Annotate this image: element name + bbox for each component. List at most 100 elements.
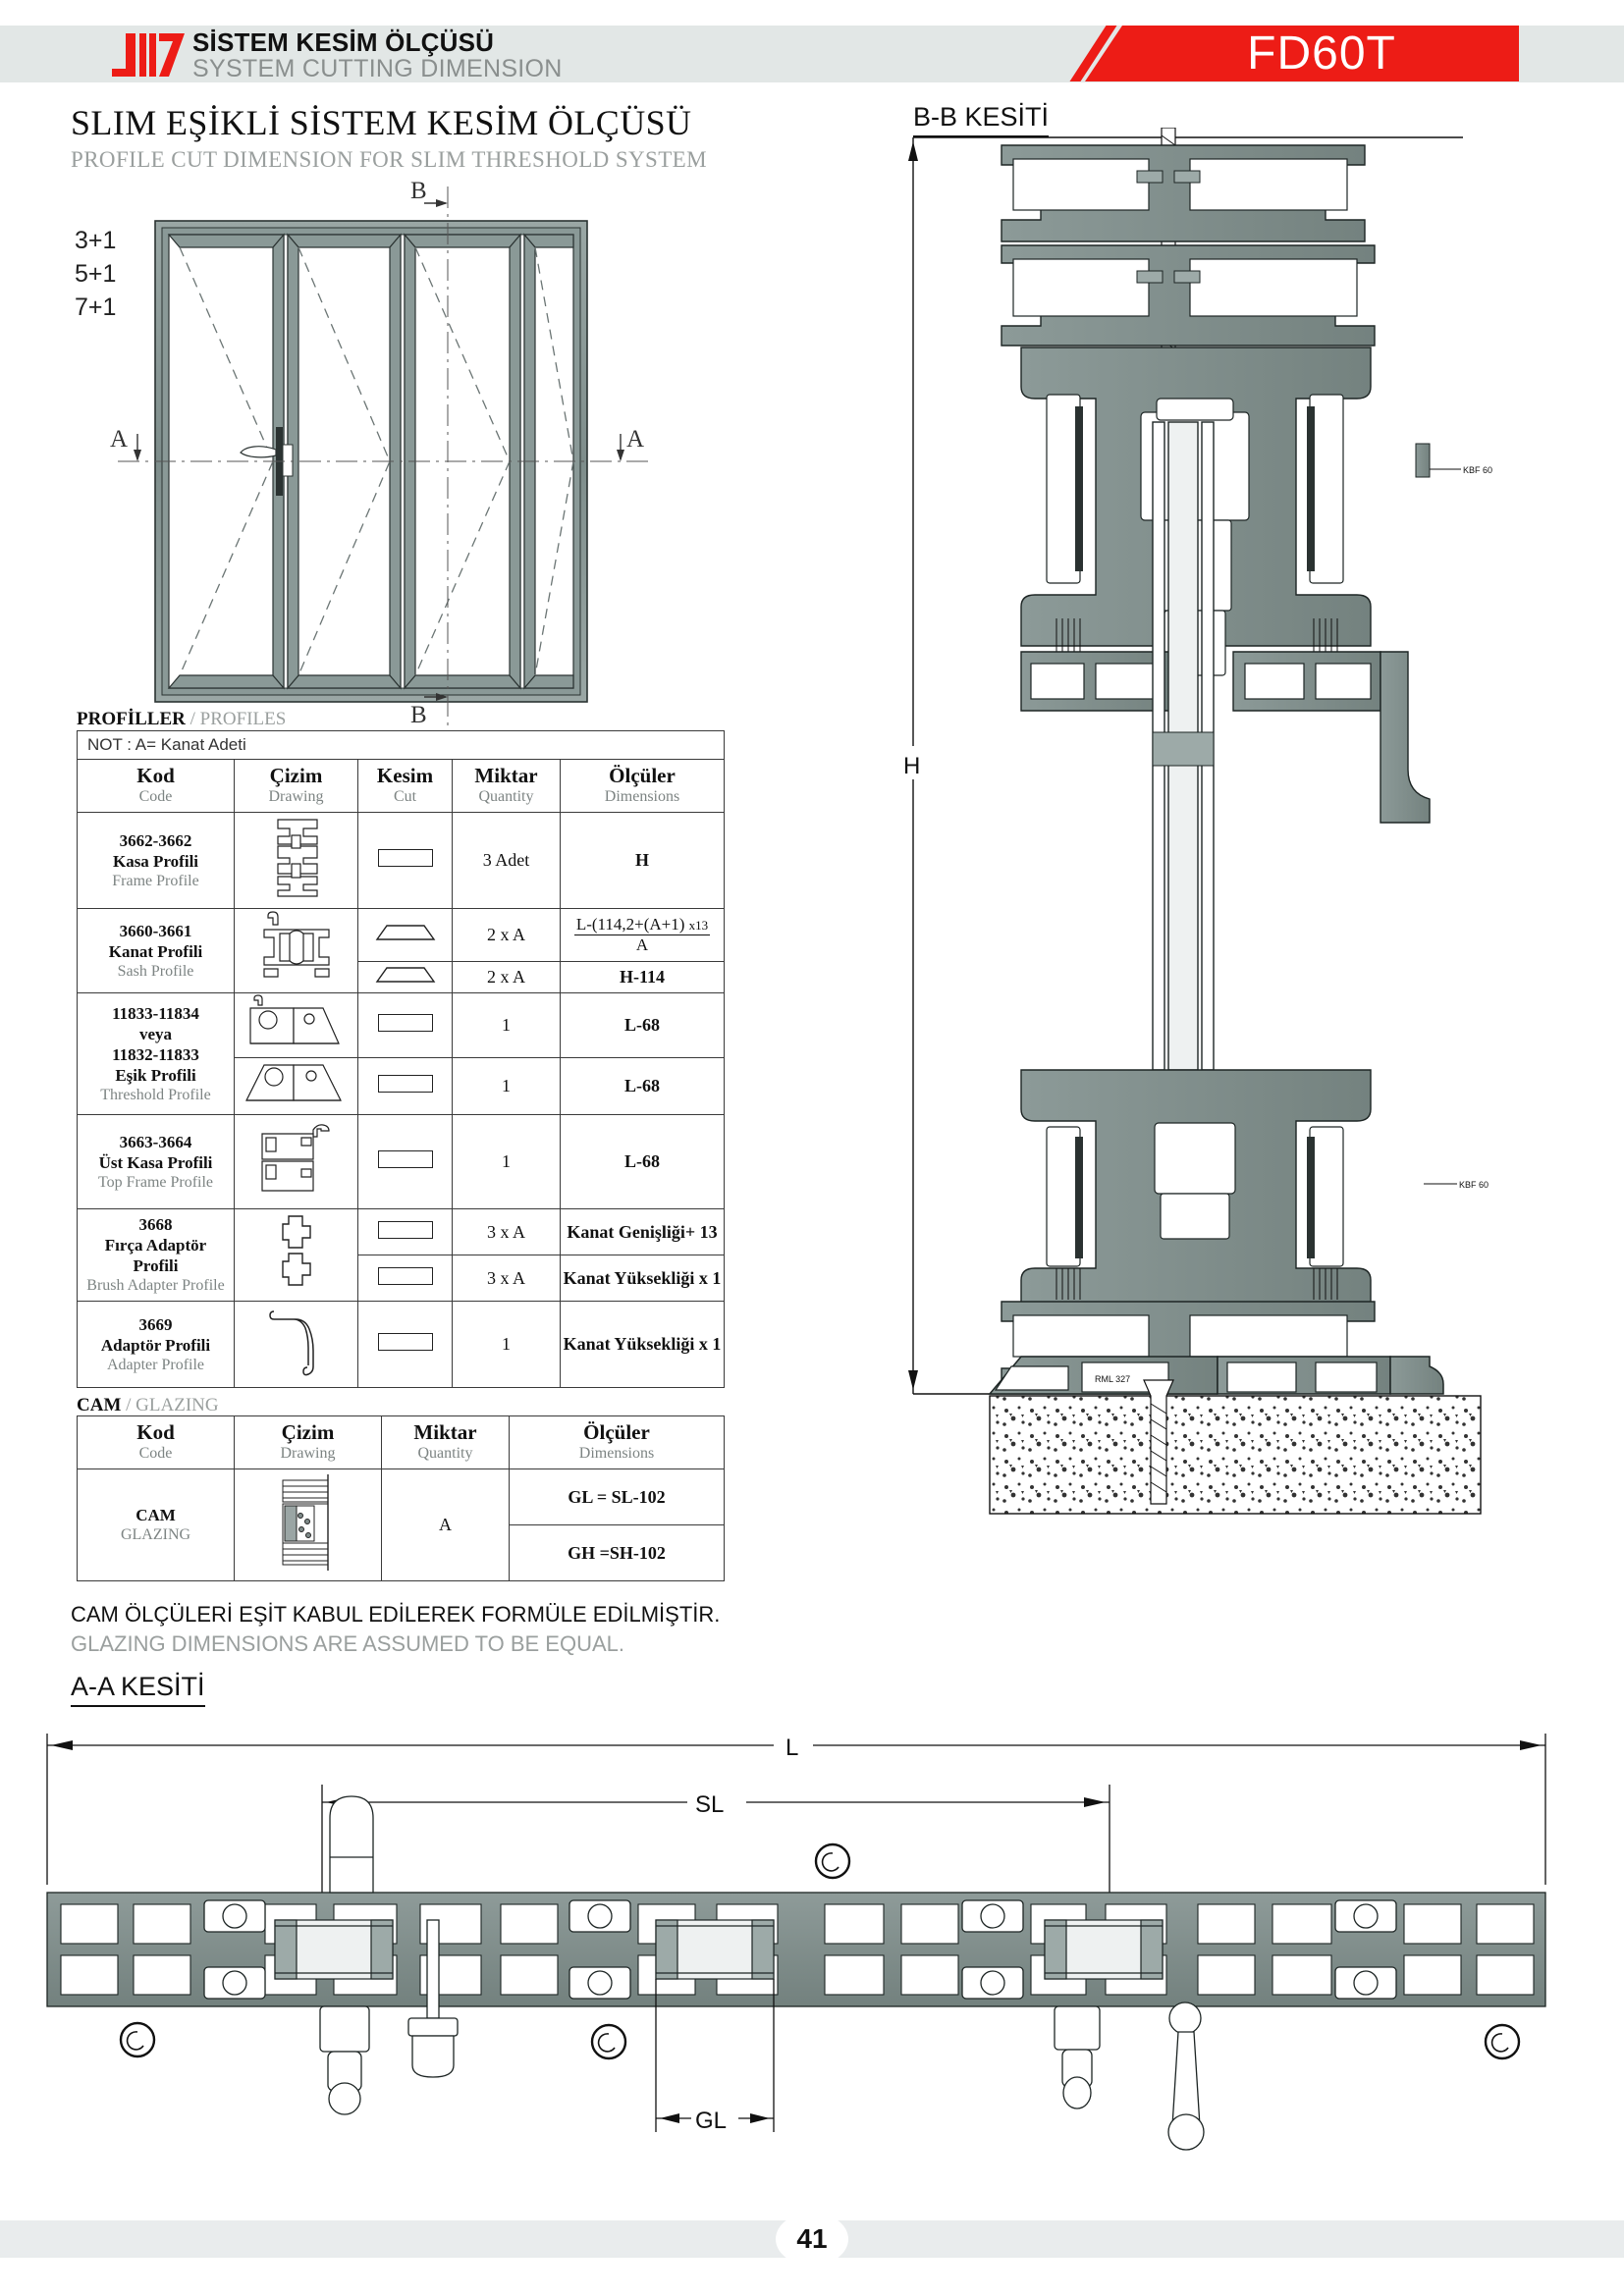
table-row: 3 x A Kanat Yüksekliği x 1	[78, 1255, 725, 1302]
kbf60-annotation-2: KBF 60	[1459, 1180, 1489, 1190]
profiles-table: NOT : A= Kanat Adeti Kod Code Çizim Draw…	[77, 730, 725, 1388]
threshold-profile-section-icon	[234, 992, 358, 1058]
svg-text:B: B	[410, 702, 427, 726]
sash-length-dimension-label: SL	[695, 1791, 724, 1818]
glazing-table-header-row: Kod Code Çizim Drawing Miktar Quantity Ö…	[77, 1415, 725, 1469]
col-header-drawing: Çizim Drawing	[234, 1415, 382, 1469]
section-aa-drawing: L SL	[46, 1730, 1546, 2151]
glazing-caption-tr: CAM	[77, 1395, 122, 1415]
glass-length-dimension-label: GL	[695, 2108, 727, 2134]
cut-shape-cell	[357, 1057, 453, 1115]
row-code-cell: 11833-11834 veya 11832-11833 Eşik Profil…	[77, 992, 235, 1115]
code-line: Kasa Profili	[112, 851, 199, 871]
col-header-dimensions-en: Dimensions	[578, 1445, 655, 1462]
table-row: 3663-3664 Üst Kasa Profili Top Frame Pro…	[77, 1114, 725, 1209]
callout-marker	[590, 2023, 627, 2060]
glazing-table-caption: CAM / GLAZING	[77, 1395, 219, 1416]
code-line: Profili	[133, 1256, 179, 1275]
col-header-quantity-en: Quantity	[417, 1445, 473, 1462]
profiles-table-header-row: Kod Code Çizim Drawing Kesim Cut Miktar …	[77, 759, 725, 813]
glazing-table: Kod Code Çizim Drawing Miktar Quantity Ö…	[77, 1415, 725, 1581]
door-elevation-drawing: A A B B	[110, 178, 648, 726]
col-header-cut-tr: Kesim	[376, 764, 434, 787]
frame-profile-section-icon	[234, 812, 358, 909]
code-line: CAM	[135, 1506, 176, 1524]
caption-separator: /	[121, 1395, 136, 1415]
col-header-code-tr: Kod	[136, 1420, 175, 1444]
code-line: Kanat Profili	[108, 941, 203, 961]
code-line: 11833-11834	[112, 1003, 199, 1023]
code-line: Eşik Profili	[115, 1065, 196, 1085]
cut-rect-icon	[377, 1014, 433, 1032]
cut-shape-cell	[357, 1301, 453, 1388]
quantity-cell: 3 x A	[452, 1208, 561, 1255]
cut-trapezoid-icon	[375, 925, 435, 940]
code-line-en: Brush Adapter Profile	[86, 1277, 225, 1294]
brand-logo-icon	[110, 31, 187, 79]
cut-shape-cell	[357, 907, 453, 963]
code-line: 11832-11833	[112, 1044, 199, 1064]
col-header-dimensions-tr: Ölçüler	[609, 764, 676, 787]
cut-shape-cell	[357, 1114, 453, 1209]
col-header-drawing: Çizim Drawing	[234, 759, 358, 813]
table-row: CAM GLAZING	[77, 1468, 725, 1581]
top-frame-profile-section-icon	[234, 1114, 358, 1209]
col-header-code: Kod Code	[77, 1415, 235, 1469]
callout-marker	[1484, 2023, 1521, 2060]
svg-text:B: B	[410, 178, 427, 204]
brand-title-en: SYSTEM CUTTING DIMENSION	[192, 55, 563, 82]
profiles-table-caption: PROFİLLER / PROFILES	[77, 709, 286, 730]
code-line-en: GLAZING	[120, 1526, 191, 1543]
fraction-numerator-text: L-(114,2+(A+1)	[575, 914, 685, 934]
height-dimension-label: H	[903, 753, 920, 779]
col-header-quantity-en: Quantity	[478, 788, 534, 805]
row-code-cell: 3662-3662 Kasa Profili Frame Profile	[77, 812, 235, 909]
dimension-cell: L-68	[560, 992, 725, 1058]
quantity-cell: A	[381, 1468, 510, 1581]
callout-marker	[119, 2021, 156, 2058]
cut-rect-icon	[377, 1333, 433, 1351]
panel-configuration-list: 3+1 5+1 7+1	[75, 224, 116, 324]
dimension-cell: L-68	[560, 1114, 725, 1209]
cut-shape-cell	[357, 1255, 453, 1302]
cut-trapezoid-icon	[375, 967, 435, 983]
cut-rect-icon	[377, 1266, 433, 1285]
cut-shape-cell	[357, 961, 453, 993]
quantity-cell: 1	[452, 1057, 561, 1115]
glazing-note-block: CAM ÖLÇÜLERİ EŞİT KABUL EDİLEREK FORMÜLE…	[71, 1600, 720, 1659]
profiles-table-note-row: NOT : A= Kanat Adeti	[77, 730, 725, 760]
quantity-cell: 2 x A	[452, 961, 561, 993]
col-header-code: Kod Code	[77, 759, 235, 813]
code-line: 3660-3661	[119, 921, 192, 940]
cut-shape-cell	[357, 1208, 453, 1255]
code-line-en: Threshold Profile	[100, 1086, 211, 1103]
col-header-drawing-en: Drawing	[280, 1445, 336, 1462]
brand-title-tr: SİSTEM KESİM ÖLÇÜSÜ	[192, 27, 495, 57]
col-header-code-tr: Kod	[136, 764, 175, 787]
fraction-superscript: x13	[688, 917, 709, 933]
product-banner	[1085, 26, 1519, 81]
svg-text:A: A	[626, 426, 644, 453]
dimension-cell: L-(114,2+(A+1) x13 A	[560, 907, 725, 963]
fraction-denominator: A	[635, 935, 649, 955]
cut-shape-cell	[357, 812, 453, 909]
product-code-label: FD60T	[1247, 27, 1396, 80]
glazing-caption-en: GLAZING	[135, 1395, 219, 1415]
dimension-cell: Kanat Yüksekliği x 1	[560, 1255, 725, 1302]
cut-rect-icon	[377, 1150, 433, 1168]
col-header-quantity-tr: Miktar	[413, 1420, 477, 1444]
code-line: veya	[138, 1024, 173, 1043]
section-aa-label: A-A KESİTİ	[71, 1672, 205, 1707]
profiles-note: NOT : A= Kanat Adeti	[77, 730, 725, 760]
quantity-cell: 1	[452, 1301, 561, 1388]
col-header-dimensions-en: Dimensions	[604, 788, 680, 805]
fraction-numerator: L-(114,2+(A+1) x13	[573, 914, 711, 936]
row-code-cell: CAM GLAZING	[77, 1468, 235, 1581]
table-row: 3669 Adaptör Profili Adapter Profile 1 K…	[77, 1301, 725, 1388]
dimension-cell: H-114	[560, 961, 725, 993]
code-line: 3668	[138, 1215, 173, 1234]
panel-config-3: 7+1	[75, 294, 117, 321]
row-code-cell: 3668 Fırça Adaptör Profili Brush Adapter…	[77, 1208, 235, 1302]
brush-adapter-profile-section-icon	[234, 1208, 358, 1302]
col-header-code-en: Code	[138, 788, 173, 805]
